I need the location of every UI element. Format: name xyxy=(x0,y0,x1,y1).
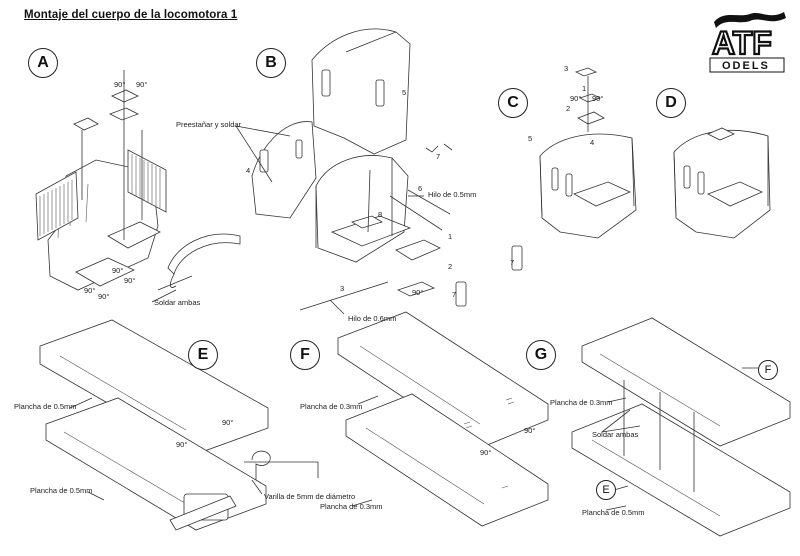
callout-plancha-f-top: Plancha de 0.3mm xyxy=(300,402,363,411)
angle-b1: 90° xyxy=(412,288,424,297)
part-b-6: 6 xyxy=(418,184,423,193)
angle-a5: 90° xyxy=(84,286,96,295)
step-c-drawing xyxy=(539,67,637,239)
callout-plancha-e-top: Plancha de 0.5mm xyxy=(14,402,77,411)
step-f-drawing xyxy=(337,311,549,527)
angle-a6: 90° xyxy=(98,292,110,301)
step-g-drawing xyxy=(571,317,791,537)
step-f-marker: F xyxy=(290,340,320,370)
callout-plancha-g-bottom: Plancha de 0.5mm xyxy=(582,508,645,517)
part-b-2: 2 xyxy=(448,262,453,271)
part-b-7b: 7 xyxy=(510,258,515,267)
part-b-7c: 7 xyxy=(452,290,457,299)
callout-plancha-f-bottom: Plancha de 0.3mm xyxy=(320,502,383,511)
part-c-3: 3 xyxy=(564,64,569,73)
callout-plancha-e-bottom: Plancha de 0.5mm xyxy=(30,486,93,495)
step-e-marker: E xyxy=(188,340,218,370)
callout-varilla: Varilla de 5mm de diámetro xyxy=(264,492,356,501)
angle-c1: 90° xyxy=(570,94,582,103)
angle-a2: 90° xyxy=(136,80,148,89)
angle-a3: 90° xyxy=(112,266,124,275)
part-b-1: 1 xyxy=(448,232,453,241)
logo-graphic: ATF ODELS xyxy=(709,12,786,73)
part-c-2: 2 xyxy=(566,104,571,113)
ref-circle-f: F xyxy=(758,360,778,380)
part-b-4: 4 xyxy=(246,166,251,175)
callout-plancha-g-top: Plancha de 0.3mm xyxy=(550,398,613,407)
callout-hilo-06: Hilo de 0.6mm xyxy=(348,314,397,323)
angle-e1: 90° xyxy=(222,418,234,427)
step-d-drawing xyxy=(673,127,771,239)
part-b-7a: 7 xyxy=(436,152,441,161)
callout-preestanar: Preestañar y soldar xyxy=(176,120,242,129)
step-e-drawing xyxy=(39,319,319,531)
part-b-8: 8 xyxy=(378,210,383,219)
part-b-3: 3 xyxy=(340,284,345,293)
step-c-marker: C xyxy=(498,88,528,118)
callout-soldar-ambas-g: Soldar ambas xyxy=(592,430,639,439)
angle-f2: 90° xyxy=(480,448,492,457)
part-c-4: 4 xyxy=(590,138,595,147)
callout-soldar-ambas-a: Soldar ambas xyxy=(154,298,201,307)
angle-c2: 90° xyxy=(592,94,604,103)
sheet-title: Montaje del cuerpo de la locomotora 1 xyxy=(24,9,238,21)
step-b-marker: B xyxy=(256,48,286,78)
part-b-5: 5 xyxy=(402,88,407,97)
atf-models-logo: ATF ODELS xyxy=(706,8,790,76)
part-c-5: 5 xyxy=(528,134,533,143)
step-a-marker: A xyxy=(28,48,58,78)
callout-hilo-05: Hilo de 0.5mm xyxy=(428,190,477,199)
step-d-marker: D xyxy=(656,88,686,118)
step-a-drawing xyxy=(35,70,241,291)
step-g-marker: G xyxy=(526,340,556,370)
step-b-drawing xyxy=(251,28,523,311)
part-c-1: 1 xyxy=(582,84,587,93)
ref-circle-e: E xyxy=(596,480,616,500)
angle-a1: 90° xyxy=(114,80,126,89)
logo-text-top: ATF xyxy=(712,25,772,61)
angle-a4: 90° xyxy=(124,276,136,285)
angle-e2: 90° xyxy=(176,440,188,449)
angle-f1: 90° xyxy=(524,426,536,435)
callout-leaders xyxy=(69,125,641,511)
logo-text-bottom: ODELS xyxy=(722,60,770,72)
